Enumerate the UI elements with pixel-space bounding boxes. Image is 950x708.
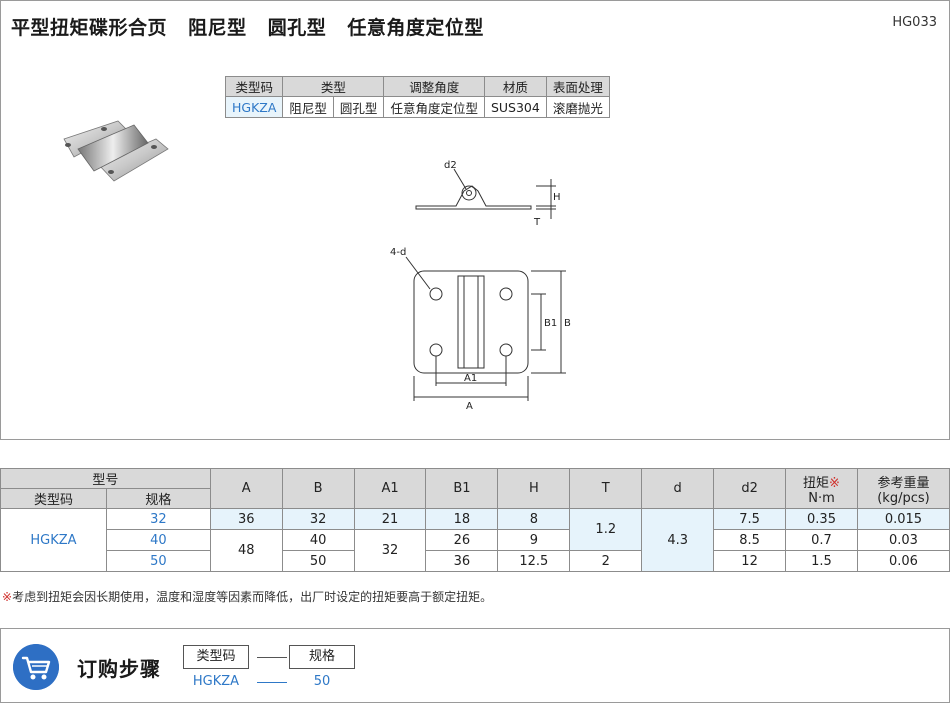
order-type-code-box: 类型码 xyxy=(183,645,249,669)
col-header-d2: d2 xyxy=(713,468,787,509)
note-mark: ※ xyxy=(2,590,13,604)
cell-b: 40 xyxy=(281,529,355,551)
finish-cell: 滚磨抛光 xyxy=(545,96,610,118)
cell-torque: 0.35 xyxy=(785,508,858,530)
table-row: HGKZA 32 36 32 21 18 8 1.2 4.3 7.5 0.35 … xyxy=(0,508,950,572)
dim-a: A xyxy=(466,401,473,411)
spec-table: 型号 A B A1 B1 H T d d2 扭矩※ N·m 参考重量 (kg/p… xyxy=(0,468,950,572)
order-value-connector xyxy=(257,682,287,683)
cell-t: 2 xyxy=(569,550,643,572)
cell-a: 48 xyxy=(209,529,283,572)
technical-drawing: d2 H T 4-d B1 B xyxy=(390,160,571,411)
type-table-header: 材质 xyxy=(483,76,547,97)
cell-h: 9 xyxy=(497,529,571,551)
table-row: 40 48 40 32 26 9 8.5 0.7 0.03 xyxy=(1,529,950,572)
type-table: 类型码 类型 调整角度 材质 表面处理 HGKZA 阻尼型 圆孔型 任意角度定位… xyxy=(224,76,610,118)
torque-label: 扭矩 xyxy=(803,475,830,491)
cell-a1: 21 xyxy=(353,508,427,530)
cell-a: 36 xyxy=(209,508,283,530)
spec-cell: 40 xyxy=(105,529,211,551)
col-header-weight: 参考重量 (kg/pcs) xyxy=(856,468,950,509)
order-steps-panel: 订购步骤 类型码 规格 HGKZA 50 xyxy=(0,628,950,703)
cell-d2: 7.5 xyxy=(713,508,787,530)
weight-label: 参考重量 xyxy=(877,475,930,491)
dim-b1: B1 xyxy=(544,318,557,329)
col-header-t: T xyxy=(569,468,643,509)
cell-d: 4.3 xyxy=(641,508,715,572)
dim-h: H xyxy=(553,192,561,203)
order-title: 订购步骤 xyxy=(77,657,161,681)
cell-b: 50 xyxy=(281,550,355,572)
cell-d2: 8.5 xyxy=(713,529,787,551)
product-photo xyxy=(63,120,169,182)
cell-torque: 1.5 xyxy=(785,550,858,572)
dim-a1: A1 xyxy=(464,373,477,384)
order-spec-value: 50 xyxy=(313,674,331,689)
cell-t: 1.2 xyxy=(569,508,643,551)
dim-t: T xyxy=(533,217,541,228)
material-cell: SUS304 xyxy=(483,96,547,118)
col-header-torque: 扭矩※ N·m xyxy=(785,468,858,509)
spec-cell: 50 xyxy=(105,550,211,572)
type-code-cell: HGKZA xyxy=(224,96,284,118)
cell-weight: 0.06 xyxy=(856,550,950,572)
type-code-cell: HGKZA xyxy=(0,508,107,572)
col-header-a: A xyxy=(209,468,283,509)
type-table-header: 表面处理 xyxy=(545,76,610,97)
cell-h: 8 xyxy=(497,508,571,530)
type-table-header: 调整角度 xyxy=(383,76,485,97)
torque-note: ※考虑到扭矩会因长期使用，温度和湿度等因素而降低，出厂时设定的扭矩要高于额定扭矩… xyxy=(2,588,492,605)
dim-4d: 4-d xyxy=(390,247,406,258)
product-code: HG033 xyxy=(892,15,937,30)
cell-b: 32 xyxy=(281,508,355,530)
cell-a1: 32 xyxy=(353,529,427,572)
spec-cell: 32 xyxy=(105,508,211,530)
page-title: 平型扭矩碟形合页 阻尼型 圆孔型 任意角度定位型 xyxy=(11,17,484,39)
col-header-a1: A1 xyxy=(353,468,427,509)
col-header-b: B xyxy=(281,468,355,509)
cell-d2: 12 xyxy=(713,550,787,572)
weight-unit: (kg/pcs) xyxy=(877,490,930,506)
model-header: 型号 xyxy=(0,468,211,489)
cell-weight: 0.015 xyxy=(856,508,950,530)
type-table-header: 类型码 xyxy=(224,76,284,97)
cell-b1: 26 xyxy=(425,529,499,551)
col-header-h: H xyxy=(497,468,571,509)
cell-b1: 36 xyxy=(425,550,499,572)
order-spec-box: 规格 xyxy=(289,645,355,669)
dim-b: B xyxy=(564,318,571,329)
order-type-code-value: HGKZA xyxy=(192,674,240,689)
cell-weight: 0.03 xyxy=(856,529,950,551)
side-view xyxy=(415,168,556,219)
cell-torque: 0.7 xyxy=(785,529,858,551)
col-header-d: d xyxy=(641,468,715,509)
dim-d2: d2 xyxy=(444,160,457,171)
order-connector xyxy=(257,657,287,658)
col-header-type-code: 类型码 xyxy=(0,488,107,509)
torque-mark: ※ xyxy=(829,475,840,491)
col-header-spec: 规格 xyxy=(105,488,211,509)
col-header-b1: B1 xyxy=(425,468,499,509)
cell-b1: 18 xyxy=(425,508,499,530)
note-text: 考虑到扭矩会因长期使用，温度和湿度等因素而降低，出厂时设定的扭矩要高于额定扭矩。 xyxy=(12,590,493,604)
shopping-cart-icon xyxy=(13,644,59,690)
cell-h: 12.5 xyxy=(497,550,571,572)
product-panel: 平型扭矩碟形合页 阻尼型 圆孔型 任意角度定位型 HG033 类型码 类型 调整… xyxy=(0,0,950,440)
type-table-header: 类型 xyxy=(282,76,385,97)
table-row: 50 50 36 12.5 2 12 1.5 0.06 xyxy=(1,550,950,572)
top-view xyxy=(405,256,566,401)
type-cell: 圆孔型 xyxy=(332,96,385,118)
angle-cell: 任意角度定位型 xyxy=(383,96,485,118)
torque-unit: N·m xyxy=(808,490,835,506)
type-cell: 阻尼型 xyxy=(282,96,334,118)
